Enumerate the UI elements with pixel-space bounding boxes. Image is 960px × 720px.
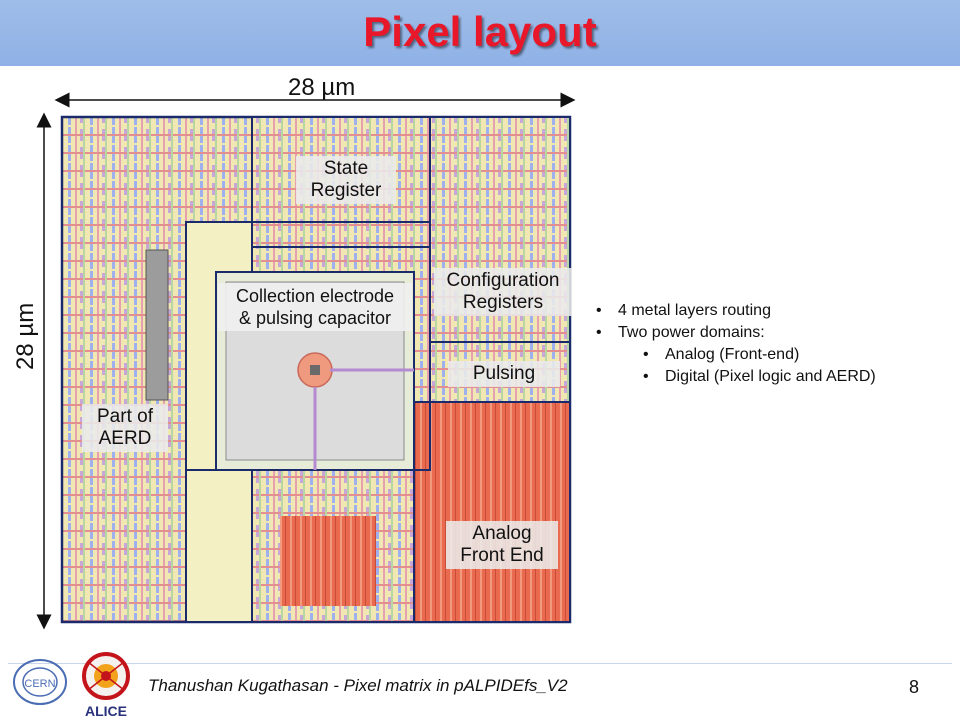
aerd-bus bbox=[145, 249, 169, 401]
collection-electrode-label: Collection electrode & pulsing capacitor bbox=[218, 283, 412, 331]
alice-logo: ALICE bbox=[82, 652, 130, 719]
svg-text:ALICE: ALICE bbox=[85, 703, 127, 719]
part-of-aerd-label: Part of AERD bbox=[82, 404, 168, 452]
pulsing-label: Pulsing bbox=[448, 361, 560, 387]
footer-text: Thanushan Kugathasan - Pixel matrix in p… bbox=[148, 676, 568, 695]
analog-front-end-region bbox=[413, 401, 571, 623]
analog-transistors-block bbox=[280, 516, 376, 606]
slide-title: Pixel layout bbox=[363, 8, 597, 55]
title-bar bbox=[0, 0, 960, 66]
height-label: 28 µm bbox=[12, 302, 39, 370]
analog-front-end-label: Analog Front End bbox=[446, 521, 558, 569]
state-register-label: State Register bbox=[296, 156, 396, 204]
svg-text:CERN: CERN bbox=[24, 678, 55, 690]
bullet-item: Two power domains: bbox=[596, 322, 876, 344]
page-number: 8 bbox=[909, 677, 920, 697]
sub-bullet-item: Analog (Front-end) bbox=[643, 344, 876, 366]
cern-logo: CERN bbox=[13, 659, 67, 705]
bullet-list: 4 metal layers routing Two power domains… bbox=[590, 300, 876, 388]
sub-bullet-item: Digital (Pixel logic and AERD) bbox=[643, 366, 876, 388]
configuration-registers-label: Configuration Registers bbox=[434, 268, 572, 316]
bullet-item: 4 metal layers routing bbox=[596, 300, 876, 322]
width-label: 28 µm bbox=[288, 74, 356, 101]
footer-divider bbox=[8, 663, 952, 664]
